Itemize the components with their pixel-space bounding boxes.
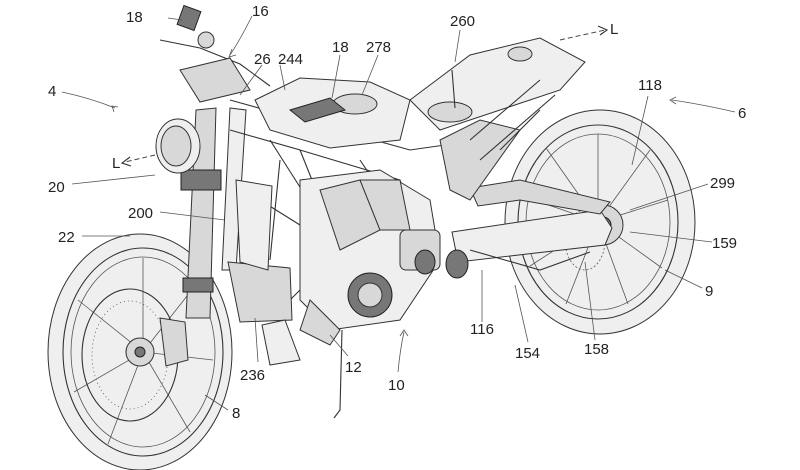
label-22: 22	[58, 229, 75, 246]
fuel-tank	[254, 77, 411, 149]
label-9: 9	[705, 283, 713, 300]
label-158: 158	[584, 341, 609, 358]
engine	[227, 169, 469, 366]
label-116: 116	[470, 321, 494, 338]
kickstand	[333, 329, 343, 419]
label-299: 299	[710, 175, 735, 192]
label-200: 200	[128, 205, 153, 222]
rear-tail	[409, 37, 586, 201]
label-236: 236	[240, 367, 265, 384]
handlebar	[159, 4, 271, 103]
label-244: 244	[278, 51, 303, 68]
label-10: 10	[388, 377, 405, 394]
headlight	[155, 118, 201, 174]
label-26: 26	[254, 51, 271, 68]
axis-label-left: L	[112, 155, 120, 172]
axis-label-right: L	[610, 21, 618, 38]
label-18-tank: 18	[332, 39, 349, 56]
label-18-handlebar: 18	[126, 9, 143, 26]
leader-lines	[61, 15, 736, 411]
label-8: 8	[232, 405, 240, 422]
label-16: 16	[252, 3, 269, 20]
radiator	[235, 179, 273, 271]
label-154: 154	[515, 345, 540, 362]
label-278: 278	[366, 39, 391, 56]
axis-arrows	[120, 25, 609, 167]
label-118: 118	[638, 77, 662, 94]
label-260: 260	[450, 13, 475, 30]
label-4: 4	[48, 83, 56, 100]
reference-labels: 4 6 8 9 10 12 16 18 18 20 22 26 116 118 …	[48, 3, 746, 422]
label-20: 20	[48, 179, 65, 196]
label-12: 12	[345, 359, 362, 376]
front-wheel	[47, 233, 233, 470]
front-fork	[180, 107, 247, 319]
label-6: 6	[738, 105, 746, 122]
label-159: 159	[712, 235, 737, 252]
